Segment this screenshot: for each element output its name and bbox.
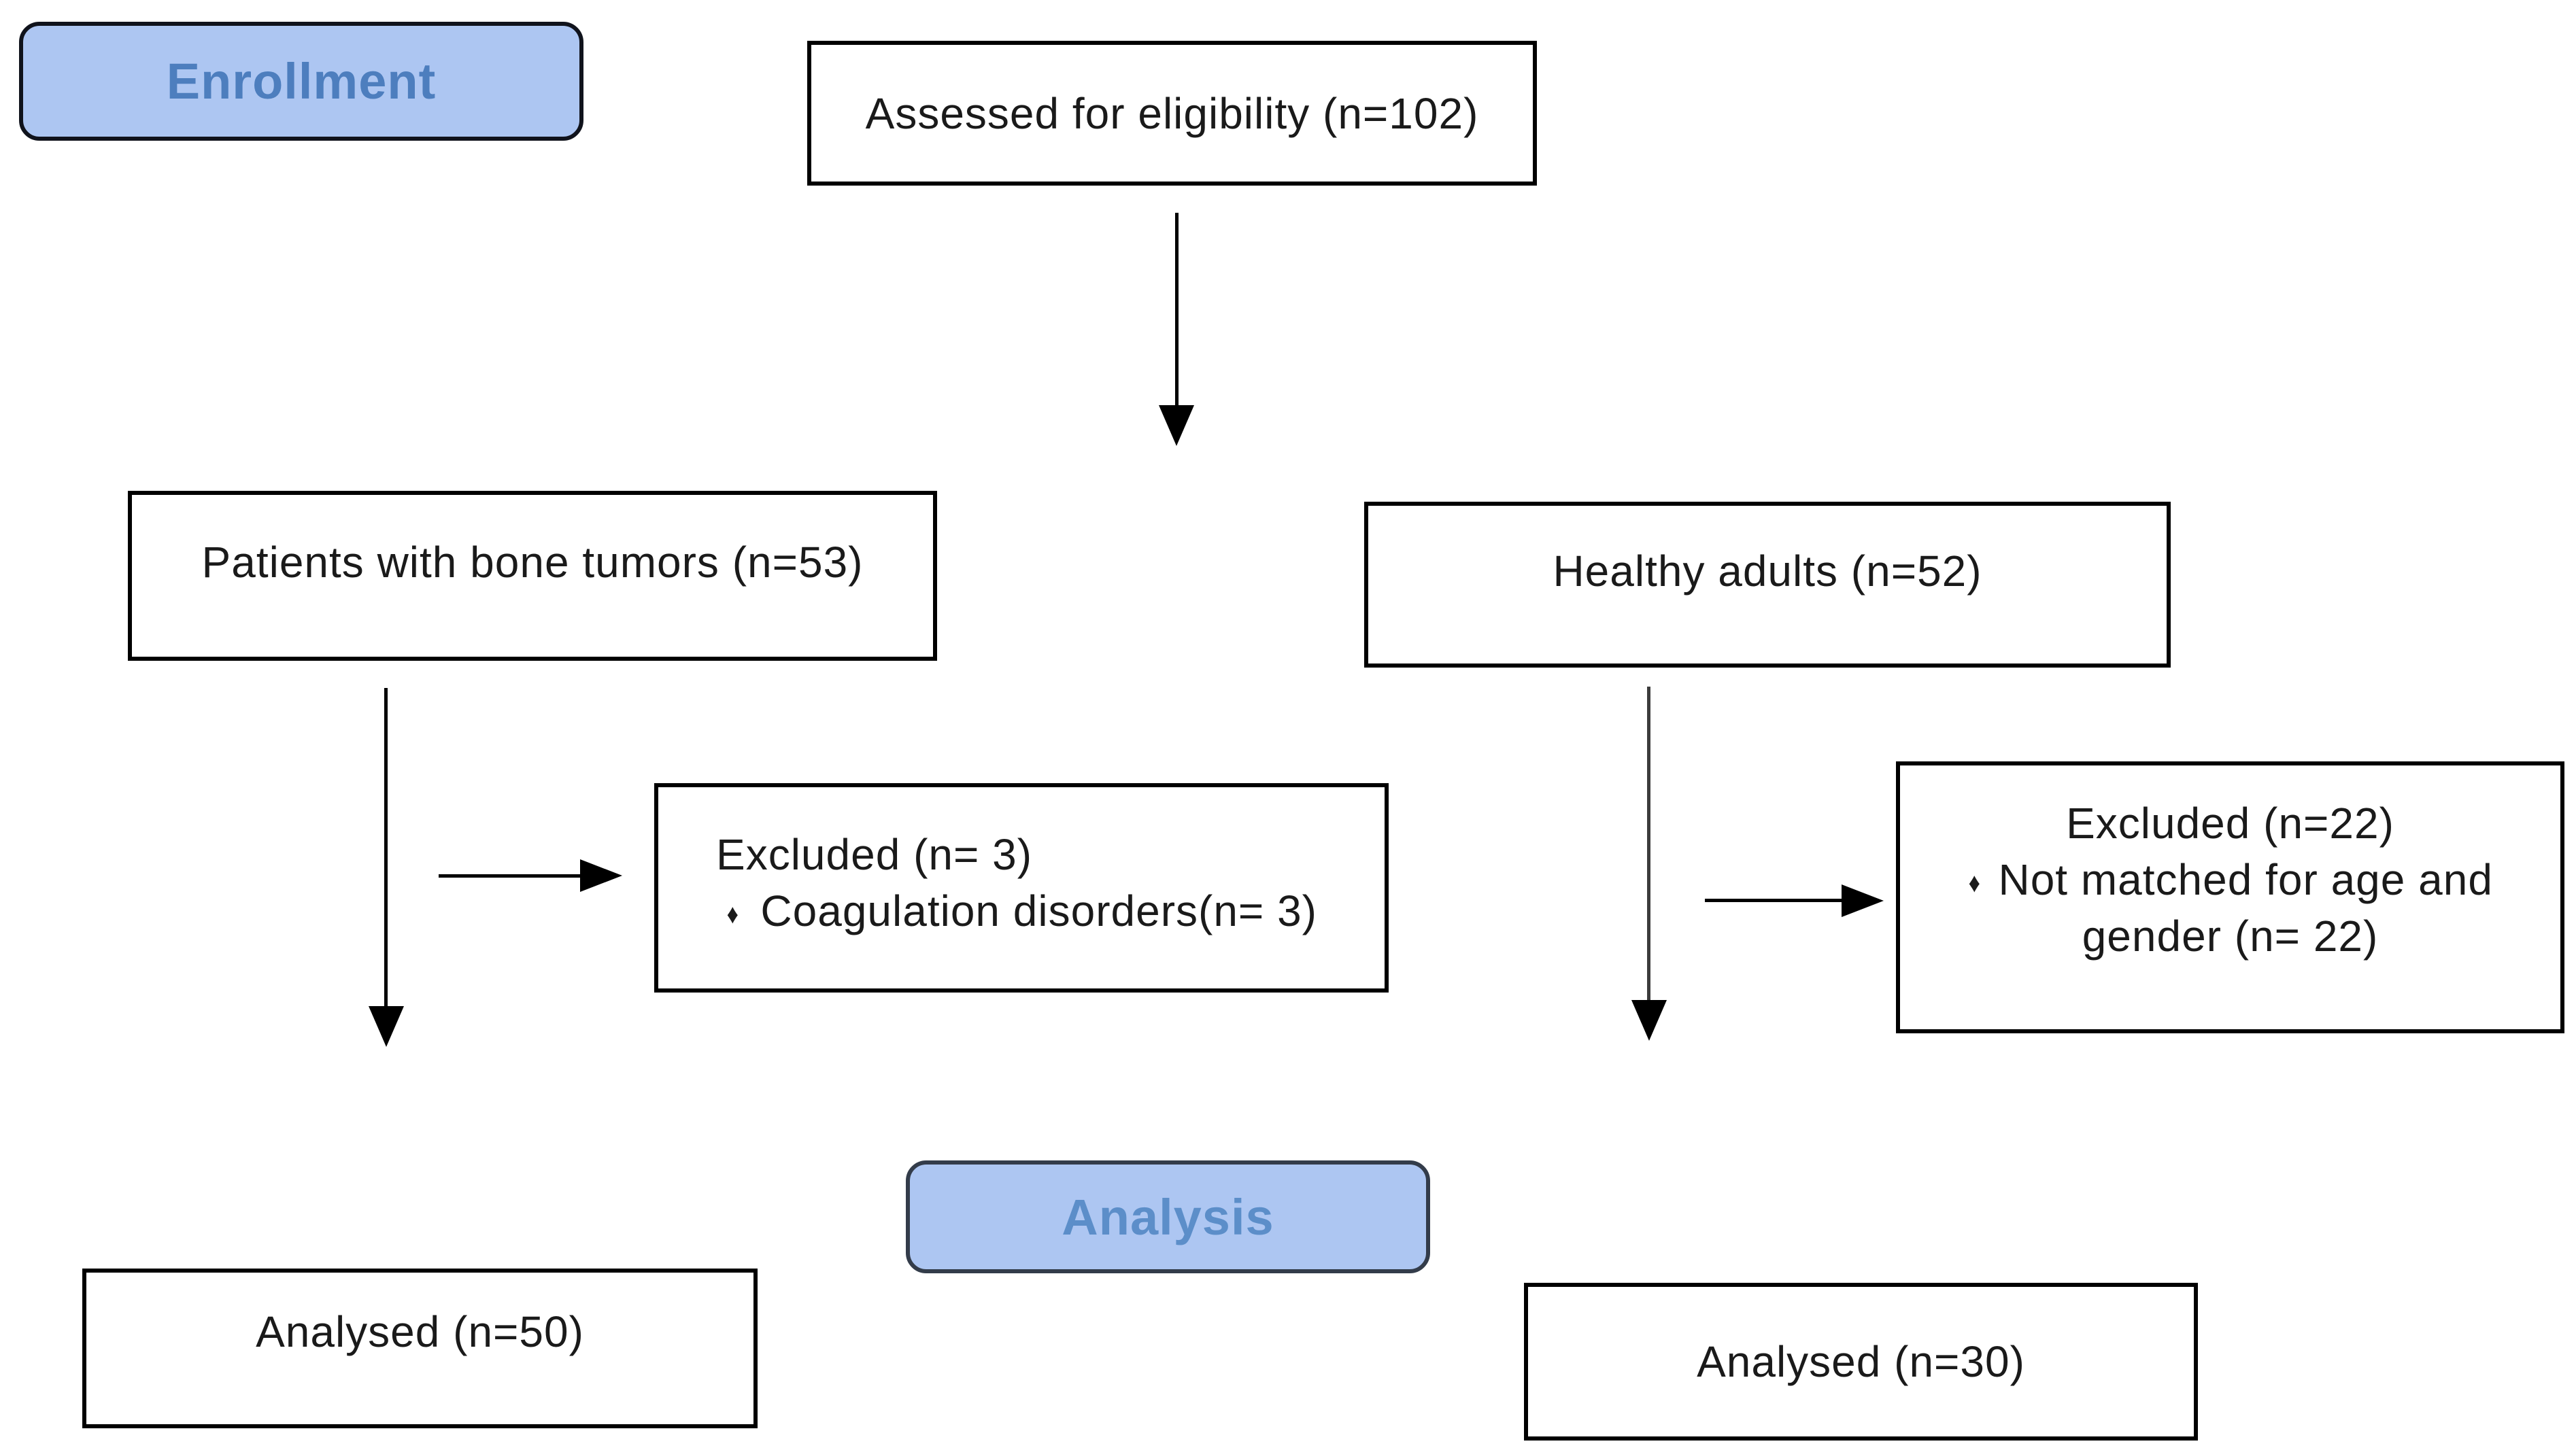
connector-assessed-down-line — [1175, 213, 1179, 408]
node-assessed-for-eligibility: Assessed for eligibility (n=102) — [807, 41, 1537, 186]
arrowhead-right-excluded-right — [1842, 884, 1884, 917]
diamond-bullet-icon: ♦ — [1968, 868, 1981, 899]
excluded-left-title: Excluded (n= 3) — [716, 830, 1033, 879]
connector-healthy-down-line — [1647, 687, 1650, 1003]
excluded-left-item: ♦ Coagulation disorders(n= 3) — [716, 883, 1364, 940]
node-patients-label: Patients with bone tumors (n=53) — [201, 538, 864, 587]
node-analysed-left-label: Analysed (n=50) — [256, 1307, 584, 1356]
arrowhead-down-assessed — [1159, 405, 1194, 446]
stage-label-analysis: Analysis — [1062, 1188, 1274, 1245]
excluded-right-item-line2: gender (n= 22) — [2082, 912, 2379, 961]
node-analysed-right: Analysed (n=30) — [1524, 1283, 2198, 1441]
stage-banner-analysis: Analysis — [906, 1160, 1430, 1273]
stage-banner-enrollment: Enrollment — [19, 22, 583, 141]
node-analysed-left: Analysed (n=50) — [82, 1269, 758, 1428]
excluded-right-title: Excluded (n=22) — [2066, 799, 2394, 848]
arrowhead-right-excluded-left — [580, 859, 622, 892]
excluded-right-item-line1: ♦ Not matched for age and — [1914, 852, 2547, 908]
connector-patients-excluded-line — [439, 874, 583, 878]
excluded-left-item-text: Coagulation disorders(n= 3) — [760, 886, 1317, 936]
node-assessed-label: Assessed for eligibility (n=102) — [865, 88, 1479, 138]
connector-patients-down-line — [384, 688, 388, 1009]
node-patients-bone-tumors: Patients with bone tumors (n=53) — [128, 491, 937, 661]
excluded-right-item-text1: Not matched for age and — [1998, 855, 2493, 905]
node-excluded-right: Excluded (n=22) ♦ Not matched for age and… — [1896, 761, 2564, 1033]
arrowhead-down-patients — [369, 1006, 404, 1047]
diamond-bullet-icon: ♦ — [726, 899, 739, 930]
node-healthy-label: Healthy adults (n=52) — [1553, 547, 1982, 596]
node-excluded-left: Excluded (n= 3) ♦ Coagulation disorders(n… — [654, 783, 1389, 993]
connector-healthy-excluded-line — [1705, 899, 1844, 902]
stage-label-enrollment: Enrollment — [166, 53, 437, 109]
arrowhead-down-healthy — [1631, 1000, 1667, 1041]
node-analysed-right-label: Analysed (n=30) — [1697, 1337, 2025, 1386]
node-healthy-adults: Healthy adults (n=52) — [1364, 502, 2171, 668]
